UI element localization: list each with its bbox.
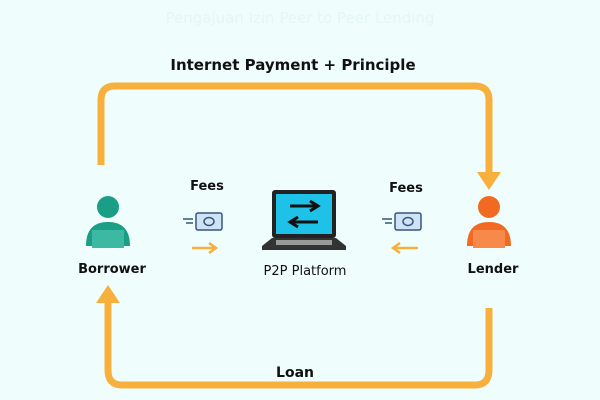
- top-flow-arrow: [97, 82, 493, 175]
- watermark-title: Pengajuan Izin Peer to Peer Lending: [165, 9, 435, 27]
- money-icon-right: [382, 212, 422, 255]
- borrower-icon: [86, 196, 130, 248]
- lender-label: Lender: [467, 262, 519, 277]
- laptop-icon: [262, 190, 346, 250]
- bottom-arrowhead: [96, 285, 120, 303]
- platform-label: P2P Platform: [263, 264, 347, 279]
- fees-left-label: Fees: [190, 179, 224, 194]
- bottom-flow-arrow: [104, 300, 493, 389]
- bottom-flow-label: Loan: [276, 365, 314, 381]
- top-arrowhead: [477, 172, 501, 190]
- fees-right-label: Fees: [389, 181, 423, 196]
- lender-icon: [467, 196, 511, 248]
- borrower-label: Borrower: [78, 262, 146, 277]
- top-flow-label: Internet Payment + Principle: [170, 56, 416, 74]
- money-icon-left: [183, 212, 223, 255]
